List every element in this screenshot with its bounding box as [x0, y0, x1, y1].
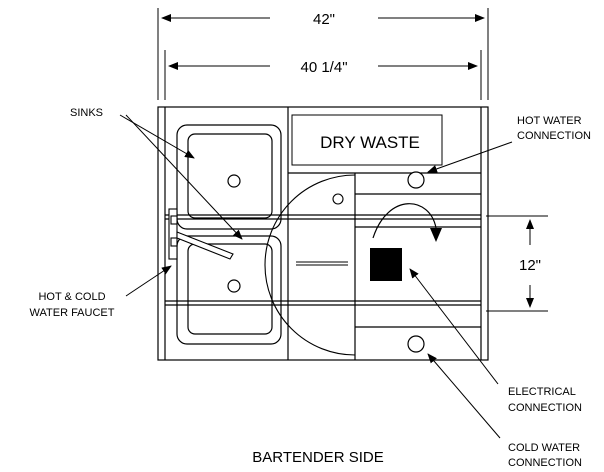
faucet-label-line2: WATER FAUCET — [30, 307, 115, 319]
bartender-side-label: BARTENDER SIDE — [252, 449, 383, 466]
cold-water-label-line1: COLD WATER — [508, 442, 580, 454]
overall-width-label: 42" — [313, 11, 335, 28]
faucet — [168, 208, 234, 260]
electrical-connection-box — [370, 248, 402, 281]
hot-water-connection — [407, 171, 425, 189]
dimension-inner-width — [164, 50, 482, 100]
faucet-label-line1: HOT & COLD — [38, 291, 105, 303]
depth-label: 12" — [519, 257, 541, 274]
electrical-label-line1: ELECTRICAL — [508, 386, 576, 398]
dimension-overall-width — [157, 8, 489, 100]
hot-water-label-line1: HOT WATER — [517, 115, 582, 127]
hot-water-label-line2: CONNECTION — [517, 130, 591, 142]
dry-waste-label: DRY WASTE — [320, 133, 420, 152]
inner-width-label: 40 1/4" — [300, 59, 347, 76]
cabinet-outline — [157, 106, 489, 361]
electrical-label-line2: CONNECTION — [508, 402, 582, 414]
dry-waste-compartment — [291, 114, 443, 166]
callout-lines — [119, 114, 513, 439]
sink-basin-lower — [176, 235, 282, 345]
cold-water-label-line2: CONNECTION — [508, 457, 582, 469]
cold-water-connection — [407, 335, 425, 353]
rotation-arrow — [372, 203, 437, 239]
ice-bin-sweep-arc — [264, 174, 356, 356]
sink-basin-upper — [176, 124, 282, 230]
dimension-depth — [486, 215, 548, 312]
rotation-arrow-head — [430, 228, 442, 242]
sinks-label: SINKS — [70, 107, 103, 119]
